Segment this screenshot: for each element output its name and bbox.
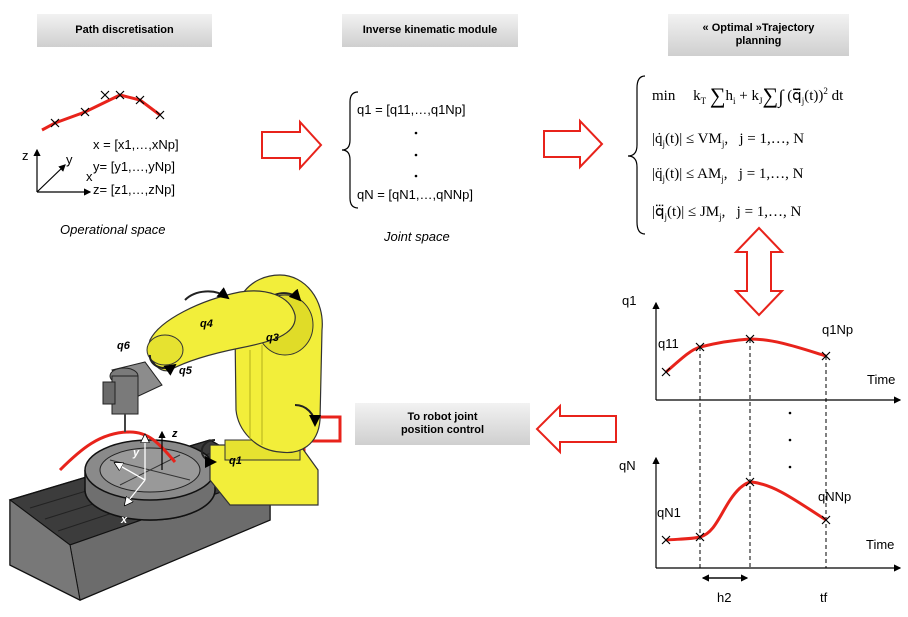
jerk-constraint: |q⃛j(t)| ≤ JMj, j = 1,…, N bbox=[652, 204, 802, 222]
jerk-range: j = 1,…, N bbox=[736, 204, 802, 220]
plot-ellipsis bbox=[788, 411, 792, 469]
workpiece-z-label: z bbox=[172, 428, 178, 440]
min-word: min bbox=[652, 88, 676, 104]
q1-vector-eq: q1 = [q11,…,q1Np] bbox=[357, 102, 466, 117]
operational-space-caption: Operational space bbox=[60, 222, 166, 237]
robot-tool bbox=[102, 361, 163, 432]
discretised-path bbox=[41, 90, 165, 132]
acceleration-constraint: |q̈j(t)| ≤ AMj, j = 1,…, N bbox=[652, 166, 804, 184]
q1-curve bbox=[665, 337, 827, 374]
path-points bbox=[50, 90, 165, 128]
flow-arrow-updown bbox=[733, 226, 785, 317]
robot-q1-label: q1 bbox=[229, 455, 242, 467]
qN-curve bbox=[665, 480, 827, 542]
velocity-constraint: |q̇j(t)| ≤ VMj, j = 1,…, N bbox=[652, 131, 805, 149]
robot-q3-label: q3 bbox=[266, 332, 279, 344]
flow-arrow-1 bbox=[261, 119, 323, 171]
time-dashes bbox=[699, 339, 827, 568]
plot-qNNp-label: qNNp bbox=[818, 489, 852, 504]
operational-axes bbox=[33, 148, 92, 196]
workpiece-path bbox=[58, 430, 177, 472]
flow-arrow-2 bbox=[543, 118, 604, 170]
rotary-table bbox=[84, 439, 216, 521]
workpiece-y-label: y bbox=[133, 447, 140, 459]
optimization-brace bbox=[627, 75, 646, 235]
joint-space-caption: Joint space bbox=[384, 229, 450, 244]
robot-illustration bbox=[8, 274, 323, 601]
acc-rhs: ≤ AM bbox=[685, 166, 722, 182]
joint-dots bbox=[414, 131, 418, 178]
objective-function: min kT ∑hi + kJ∑∫ (q̈⃛j(t))2 dt bbox=[652, 83, 844, 108]
header-trajectory-planning: « Optimal »Trajectory planning bbox=[668, 14, 849, 56]
robot-q5-label: q5 bbox=[179, 365, 192, 377]
header-traj-line1: « Optimal »Trajectory bbox=[702, 22, 815, 34]
vel-rhs: ≤ VM bbox=[685, 131, 722, 147]
plot-q1Np-label: q1Np bbox=[822, 322, 854, 337]
robot-upper-arm bbox=[146, 287, 296, 376]
plot-tf-label: tf bbox=[820, 590, 828, 605]
plot-qN1-label: qN1 bbox=[657, 505, 681, 520]
plot-h2-label: h2 bbox=[717, 590, 732, 605]
robot-q6-label: q6 bbox=[117, 340, 130, 352]
qN-plot bbox=[652, 456, 902, 572]
robot-q4-label: q4 bbox=[200, 318, 213, 330]
vel-range: j = 1,…, N bbox=[739, 131, 805, 147]
header-control-line2: position control bbox=[400, 424, 485, 436]
axis-label-x: x bbox=[86, 169, 93, 184]
z-vector-eq: z= [z1,…,zNp] bbox=[93, 182, 175, 197]
header-robot-control: To robot joint position control bbox=[355, 403, 530, 445]
header-control-line1: To robot joint bbox=[407, 411, 478, 423]
header-ik-label: Inverse kinematic module bbox=[362, 24, 498, 36]
q1-plot bbox=[652, 301, 902, 404]
joint-brace bbox=[341, 91, 359, 209]
axis-label-z: z bbox=[22, 148, 29, 163]
axis-label-y: y bbox=[66, 152, 73, 167]
plot-q11-label: q11 bbox=[658, 336, 679, 351]
workpiece-axes bbox=[115, 435, 145, 505]
y-vector-eq: y= [y1,…,yNp] bbox=[93, 159, 175, 174]
flow-arrow-left-to-control bbox=[535, 403, 617, 455]
header-inverse-kinematic: Inverse kinematic module bbox=[342, 14, 518, 47]
header-path-label: Path discretisation bbox=[75, 24, 174, 36]
plot-time-bottom-label: Time bbox=[866, 537, 895, 552]
header-path-discretisation: Path discretisation bbox=[37, 14, 212, 47]
plot-time-top-label: Time bbox=[867, 372, 896, 387]
plot-q1-axis-label: q1 bbox=[622, 293, 637, 308]
acc-range: j = 1,…, N bbox=[738, 166, 804, 182]
workpiece-x-label: x bbox=[121, 514, 128, 526]
x-vector-eq: x = [x1,…,xNp] bbox=[93, 137, 179, 152]
jerk-rhs: ≤ JM bbox=[687, 204, 720, 220]
plot-qN-axis-label: qN bbox=[619, 458, 636, 473]
header-traj-line2: planning bbox=[735, 35, 782, 47]
qN-vector-eq: qN = [qN1,…,qNNp] bbox=[357, 187, 473, 202]
